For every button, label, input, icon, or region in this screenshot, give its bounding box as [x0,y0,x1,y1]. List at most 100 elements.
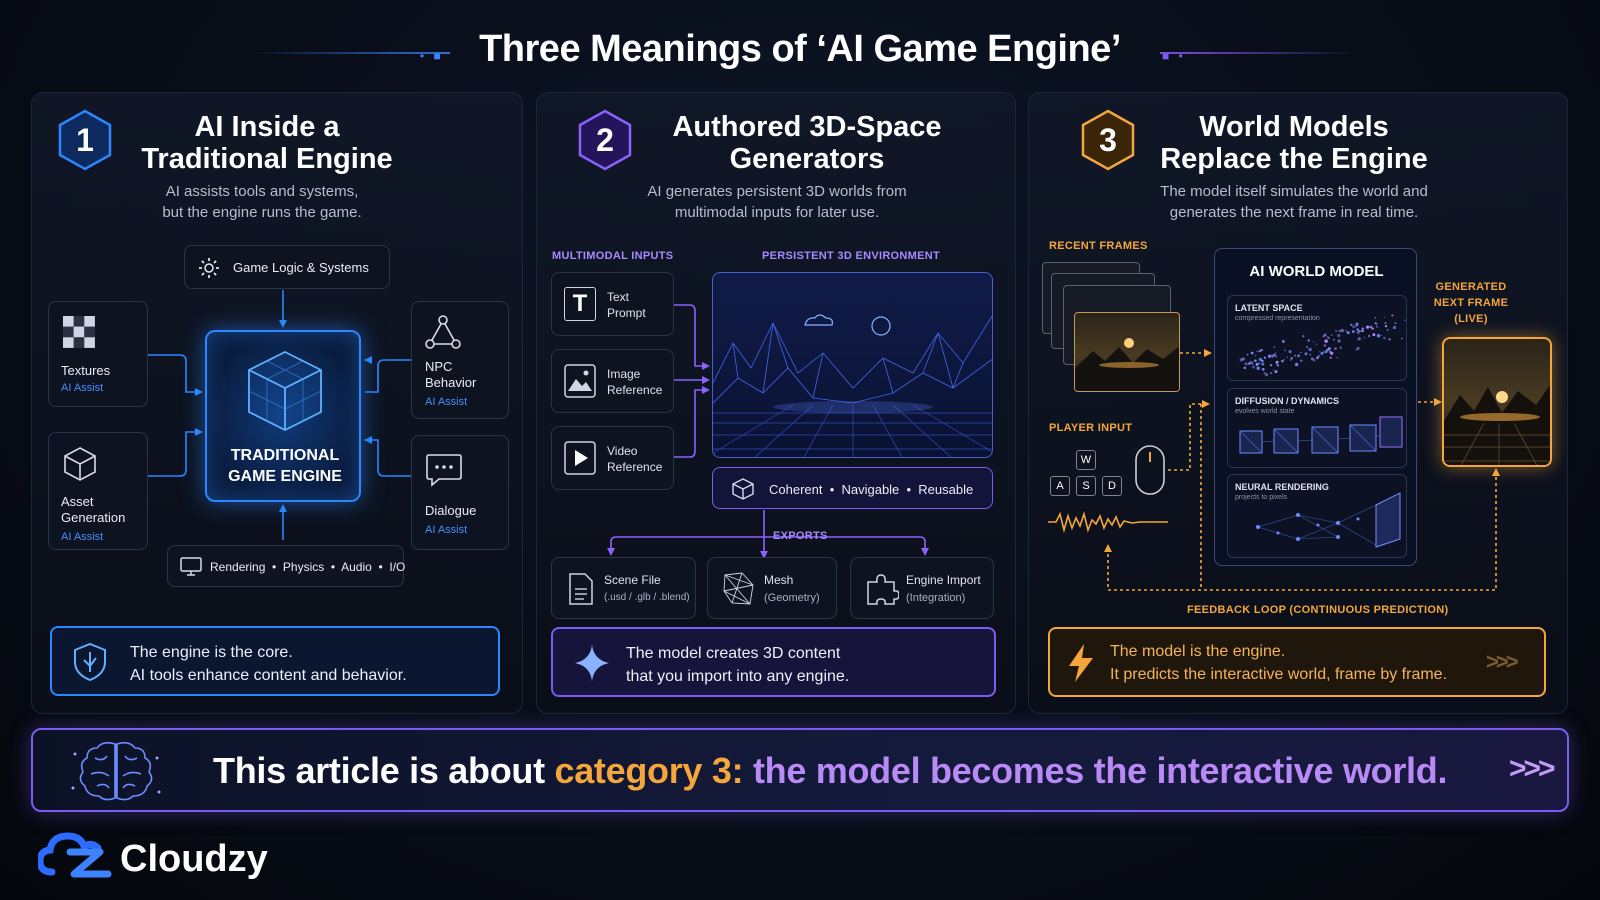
latent-particle [1263,356,1267,359]
latent-particle [1376,334,1381,338]
latent-particle [1335,330,1337,332]
image-icon [564,364,596,398]
latent-particle [1258,357,1262,361]
latent-particle [1251,365,1255,369]
latent-particle [1275,360,1279,364]
environment-properties: Coherent • Navigable • Reusable [712,467,993,509]
latent-particle [1284,349,1286,352]
latent-particle [1256,366,1260,370]
latent-particle [1249,361,1252,364]
number-badge-3: 3 [1080,109,1136,171]
dialogue-box: Dialogue AI Assist [411,435,509,550]
number-badge-2: 2 [577,109,633,171]
latent-particle [1243,366,1246,369]
multimodal-inputs-label: MULTIMODAL INPUTS [552,250,674,262]
sparkle-icon [575,645,609,681]
latent-particle [1374,317,1377,319]
latent-particle [1247,364,1249,366]
latent-particle [1317,354,1321,358]
recent-frames-label: RECENT FRAMES [1049,240,1148,252]
latent-particle [1246,353,1249,356]
title-dots-left: • ■ [420,49,444,63]
latent-particle [1306,346,1309,348]
monitor-icon [180,557,202,576]
page-title: Three Meanings of ‘AI Game Engine’ [479,28,1121,70]
latent-particle [1274,370,1278,374]
latent-particle [1369,325,1373,329]
latent-particle [1329,356,1332,359]
latent-particle [1264,372,1269,377]
export-scene-file: Scene File (.usd / .glb / .blend) [551,557,696,619]
shield-icon [74,642,106,682]
chat-bubble-icon [426,454,462,487]
feedback-loop-label: FEEDBACK LOOP (CONTINUOUS PREDICTION) [1187,604,1449,616]
latent-particles-icon [1239,314,1406,377]
latent-particle [1358,330,1361,333]
latent-particle [1350,323,1353,326]
image-reference-input: Image Reference [551,349,674,413]
latent-particle [1384,321,1387,325]
latent-particle [1329,351,1331,353]
npc-behavior-box: NPC Behavior AI Assist [411,301,509,419]
panel2-subtitle: AI generates persistent 3D worlds from m… [647,183,907,221]
latent-particle [1276,364,1279,366]
latent-particle [1263,372,1266,374]
latent-particle [1357,337,1361,341]
latent-particle [1260,348,1263,352]
latent-particle [1375,325,1379,328]
latent-particle [1256,350,1258,353]
game-logic-box: Game Logic & Systems [184,245,390,289]
brain-circuit-icon [71,741,161,801]
lightning-icon [1069,644,1093,682]
file-icon [569,573,593,605]
latent-particle [1274,352,1277,355]
title-decoration-right [1160,52,1360,54]
latent-particle [1322,351,1325,354]
latent-particle [1308,347,1312,352]
export-engine-import: Engine Import (Integration) [850,557,994,619]
latent-particle [1368,334,1371,338]
latent-particle [1261,362,1265,366]
latent-particle [1391,314,1394,317]
cube-icon [64,447,96,481]
latent-particle [1339,346,1342,349]
latent-particle [1271,354,1275,358]
latent-particle [1275,363,1278,366]
generated-frame-label: GENERATED NEXT FRAME (LIVE) [1433,281,1509,325]
latent-particle [1273,369,1275,371]
latent-particle [1356,328,1359,331]
latent-particle [1250,351,1254,355]
latent-particle [1283,359,1285,361]
text-icon: T [564,287,596,321]
persistent-env-label: PERSISTENT 3D ENVIRONMENT [762,250,941,262]
panel3-title: World Models Replace the Engine [1160,111,1428,175]
cube-core-icon [248,350,322,432]
gear-icon [199,258,219,278]
latent-particle [1300,351,1302,353]
latent-particle [1286,356,1288,359]
generated-next-frame [1442,337,1552,467]
latent-particle [1392,325,1397,330]
mesh-icon [723,572,754,605]
latent-particle [1356,331,1360,335]
latent-particle [1309,353,1312,356]
video-reference-input: Video Reference [551,426,674,490]
node-graph-icon [425,315,461,349]
latent-particle [1289,358,1292,361]
mouse-icon [1135,445,1165,495]
latent-particle [1355,325,1358,327]
number-badge-1: 1 [57,109,113,171]
latent-particle [1320,351,1324,355]
key-a: A [1050,476,1070,496]
latent-particle [1336,356,1338,359]
latent-particle [1361,327,1364,330]
cloudzy-logo-icon [38,832,112,878]
latent-particle [1374,322,1377,325]
asset-generation-box: Asset Generation AI Assist [48,432,148,550]
latent-particle [1372,333,1376,337]
latent-particle [1352,325,1356,329]
latent-particle [1254,359,1257,363]
